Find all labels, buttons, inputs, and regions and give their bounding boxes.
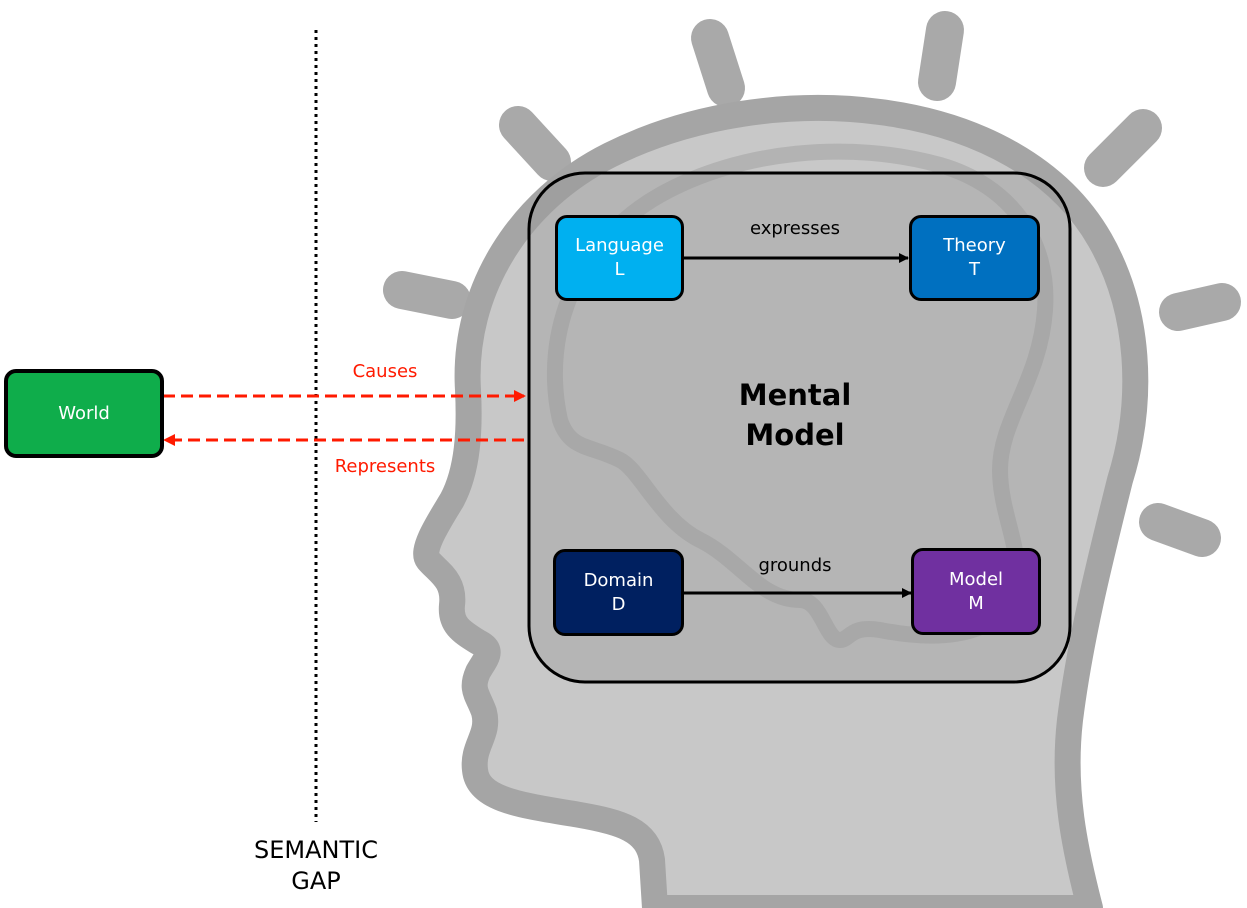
- mental-model-title: Mental Model: [700, 375, 890, 455]
- domain-symbol: D: [611, 593, 626, 615]
- causes-label: Causes: [352, 361, 418, 382]
- domain-box: Domain D: [553, 549, 684, 636]
- semantic-gap-line2: GAP: [291, 867, 341, 895]
- mental-model-title-line2: Model: [745, 418, 845, 452]
- language-symbol: L: [614, 259, 625, 280]
- world-label: World: [58, 402, 110, 424]
- semantic-gap-label: SEMANTIC GAP: [236, 835, 396, 897]
- represents-label: Represents: [334, 456, 436, 477]
- domain-label: Domain: [583, 569, 654, 591]
- model-symbol: M: [968, 592, 984, 614]
- grounds-label: grounds: [758, 555, 832, 576]
- theory-box: Theory T: [909, 215, 1040, 301]
- model-label: Model: [948, 568, 1004, 590]
- world-box: World: [4, 369, 164, 458]
- semantic-gap-line1: SEMANTIC: [254, 836, 378, 864]
- expresses-label: expresses: [749, 218, 841, 239]
- light-rays-icon: [383, 11, 1241, 557]
- theory-symbol: T: [969, 259, 980, 280]
- theory-label: Theory: [943, 235, 1006, 256]
- mental-model-title-line1: Mental: [738, 378, 852, 412]
- language-label: Language: [575, 235, 664, 256]
- model-box: Model M: [911, 548, 1041, 635]
- language-box: Language L: [555, 215, 684, 301]
